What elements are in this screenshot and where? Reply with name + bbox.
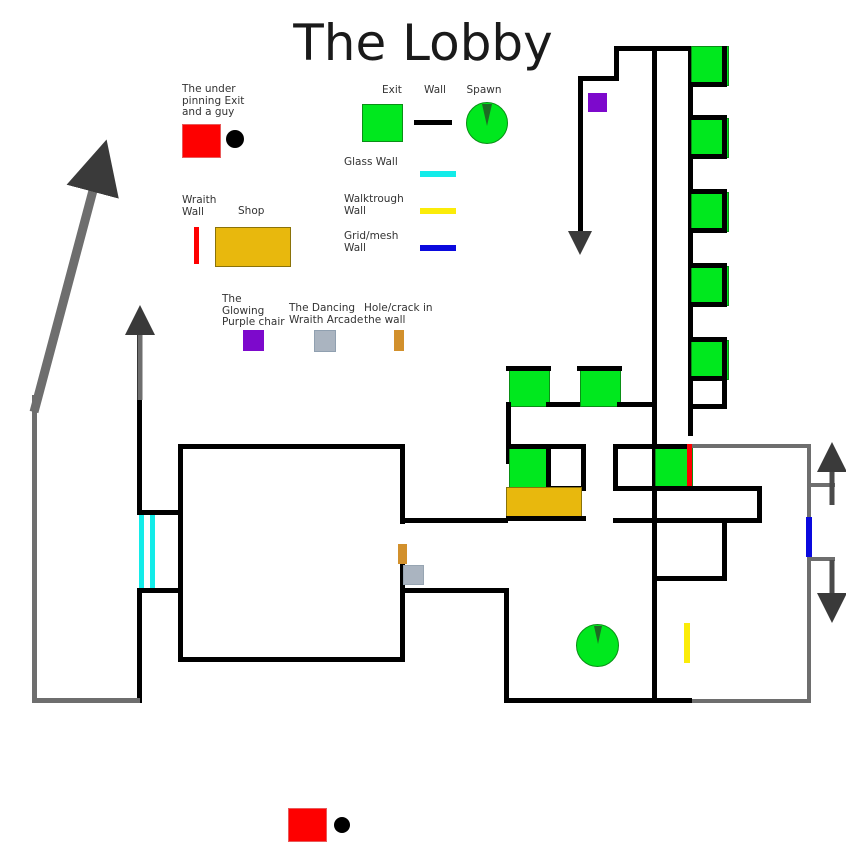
wall-segment [578,76,619,81]
legend-shop-label: Shop [238,205,265,217]
wall-segment [655,576,727,581]
map-exit-room [509,369,550,407]
legend-underpinning-exit-swatch [182,124,221,158]
legend-purple-chair-swatch [243,330,264,351]
wall-segment [652,46,657,703]
legend-purple-chair-label: The Glowing Purple chair [222,293,285,328]
legend-walktrough-wall-label: Walktrough Wall [344,193,404,217]
wall-segment [614,46,619,80]
wall-segment [137,330,142,515]
wall-segment [722,46,727,86]
map-walktrough-wall [684,623,690,663]
legend-underpinning-guy-swatch [226,130,244,148]
wall-segment [613,444,618,490]
wall-segment [691,189,727,194]
wall-segment [614,46,700,51]
legend-grid-mesh-wall-label: Grid/mesh Wall [344,230,399,254]
wall-segment [404,588,508,593]
wall-segment [546,444,551,490]
wall-segment [722,189,727,233]
wall-segment [178,444,183,660]
wall-segment [137,510,183,515]
legend-wraith-arcade-swatch [314,330,336,352]
wall-segment [613,518,762,523]
legend-spawn-label: Spawn [466,84,502,96]
legend-wall-label: Wall [424,84,446,96]
wall-segment [400,546,405,662]
legend-hole-crack-swatch [394,330,404,351]
legend-underpinning-label: The under pinning Exit and a guy [182,83,245,118]
wall-segment [692,699,811,703]
wall-segment [692,444,811,448]
wall-segment [722,263,727,307]
wall-segment [506,366,551,371]
wall-segment [504,588,509,703]
wall-segment [504,698,692,703]
map-purple-chair [588,93,607,112]
wall-segment [178,657,405,662]
wall-segment [691,263,727,268]
wall-segment [807,444,811,703]
map-wraith-arcade [403,565,424,585]
wall-segment [722,518,727,580]
wall-segment [613,444,691,449]
legend-hole-crack-label: Hole/crack in the wall [364,302,433,326]
legend-spawn-swatch [466,102,508,144]
wall-segment [32,395,37,702]
wall-segment [506,516,586,521]
wall-segment [722,337,727,381]
wall-segment [691,154,727,159]
map-spawn-point [576,624,619,667]
map-exit-room [509,447,550,489]
legend-exit-label: Exit [382,84,402,96]
footer-exit-swatch [288,808,327,842]
legend-wraith-wall-swatch [194,227,199,264]
legend-glass-wall-swatch [420,171,456,177]
wall-segment [178,444,405,449]
legend-wall-swatch [414,120,452,125]
wall-segment [546,402,591,407]
wall-segment [32,698,140,703]
wall-segment [400,444,405,524]
legend-shop-swatch [215,227,291,267]
direction-arrow [29,139,119,414]
legend-wraith-wall-label: Wraith Wall [182,194,217,218]
wall-segment [722,115,727,159]
wall-segment [691,82,727,87]
wall-segment [691,115,727,120]
wall-segment [757,486,762,522]
legend-walktrough-wall-swatch [420,208,456,214]
legend-grid-mesh-wall-swatch [420,245,456,251]
wall-segment [578,76,583,236]
wall-segment [404,518,508,523]
wall-segment [691,302,727,307]
legend-exit-swatch [362,104,403,142]
wall-segment [617,402,657,407]
page-title: The Lobby [293,14,553,72]
wall-segment [811,557,835,561]
map-grid-mesh-wall [806,517,812,557]
wall-segment [691,404,727,409]
wall-segment [691,228,727,233]
map-hole-crack [398,544,407,564]
wall-segment [506,402,511,464]
wall-segment [577,366,622,371]
wall-segment [137,588,183,593]
map-exit-room [580,369,621,407]
map-wraith-wall [687,444,692,488]
wall-segment [688,46,693,436]
wall-segment [581,444,586,490]
wall-segment [691,337,727,342]
wall-segment [613,486,658,491]
map-glass-wall [139,515,144,588]
wall-segment [811,483,835,487]
wall-segment [137,588,142,703]
footer-guy-swatch [334,817,350,833]
map-glass-wall [150,515,155,588]
wall-segment [657,486,761,491]
wall-segment [691,376,727,381]
legend-glass-wall-label: Glass Wall [344,156,398,168]
legend-wraith-arcade-label: The Dancing Wraith Arcade [289,302,364,326]
wall-segment [722,376,727,409]
